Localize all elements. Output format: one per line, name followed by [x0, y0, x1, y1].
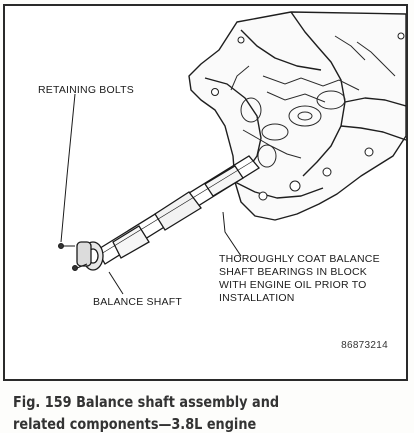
- callout-retaining-bolts: RETAINING BOLTS: [38, 84, 134, 96]
- coat-note-line: SHAFT BEARINGS IN BLOCK: [219, 266, 367, 278]
- engine-illustration: [58, 11, 406, 295]
- callout-balance-shaft: BALANCE SHAFT: [93, 296, 182, 308]
- coat-note-line: THOROUGHLY COAT BALANCE: [219, 253, 380, 265]
- balance-shaft: [96, 155, 260, 265]
- coat-note-line: INSTALLATION: [219, 292, 295, 304]
- crankshaft-detail: [230, 35, 396, 168]
- coat-note-line: WITH ENGINE OIL PRIOR TO: [219, 279, 367, 291]
- figure-number: 86873214: [341, 340, 388, 351]
- caption-line-1: Fig. 159 Balance shaft assembly and: [13, 393, 280, 411]
- figure-caption: Fig. 159 Balance shaft assembly and rela…: [13, 391, 337, 435]
- leader-lines: [60, 93, 242, 295]
- shaft-end-gear: [76, 241, 104, 271]
- retaining-bolts: [58, 243, 88, 271]
- block-bolt-holes: [211, 32, 405, 201]
- callout-coat-note: THOROUGHLY COAT BALANCE SHAFT BEARINGS I…: [219, 253, 380, 305]
- caption-line-2: related components—3.8L engine: [13, 415, 257, 433]
- figure-frame: RETAINING BOLTS BALANCE SHAFT THOROUGHLY…: [3, 4, 408, 381]
